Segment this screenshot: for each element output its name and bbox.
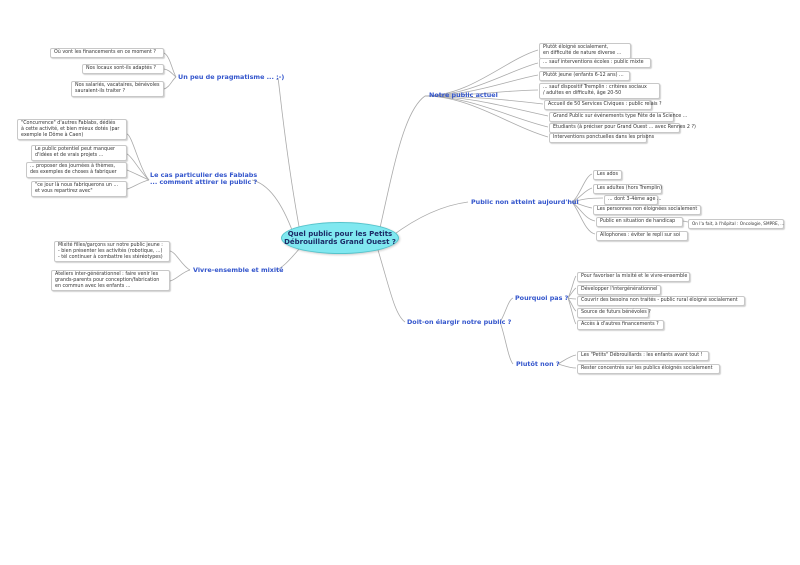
topic-interventions-ecoles[interactable]: ... sauf interventions écoles : public m…	[539, 58, 651, 68]
branch-public-actuel[interactable]: Notre public actuel	[429, 91, 498, 99]
topic-intergenerationnel[interactable]: Ateliers inter-générationnel : faire ven…	[51, 270, 170, 292]
topic-troisieme-age[interactable]: ... dont 3-4ème age ...	[604, 195, 662, 205]
topic-mixite-filles-garcons[interactable]: Mixité filles/garçons sur notre public j…	[54, 241, 170, 263]
topic-prisons[interactable]: Interventions ponctuelles dans les priso…	[549, 133, 654, 143]
topic-services-civiques[interactable]: Accueil de 50 Services Civiques : public…	[544, 100, 662, 110]
topic-hopital[interactable]: On l'a fait, à l'hôpital : Oncologie, SM…	[688, 219, 784, 229]
central-topic[interactable]: Quel public pour les Petits Débrouillard…	[281, 222, 399, 254]
topic-allophones[interactable]: Allophones : éviter le repli sur soi	[596, 231, 688, 241]
topic-besoins-non-traites[interactable]: Couvrir des besoins non traités - public…	[577, 296, 745, 306]
topic-adultes[interactable]: Les adultes (hors Tremplin)	[593, 184, 662, 194]
topic-autres-financements[interactable]: Accès à d'autres financements ?	[577, 320, 664, 330]
topic-non-eloignees[interactable]: Les personnes non éloignées socialement	[593, 205, 701, 215]
topic-manque-idees[interactable]: Le public potentiel peut manquer d'idées…	[31, 145, 127, 161]
topic-salaries[interactable]: Nos salariés, vacataires, bénévoles saur…	[71, 81, 164, 97]
topic-plutot-jeune[interactable]: Plutôt jeune (enfants 6-12 ans) ...	[539, 71, 630, 81]
topic-locaux[interactable]: Nos locaux sont-ils adaptés ?	[82, 64, 164, 74]
topic-dispositif-tremplin[interactable]: ... sauf dispositif Tremplin : critères …	[539, 83, 660, 99]
topic-rester-concentres[interactable]: Rester concentrés sur les publics éloign…	[577, 364, 720, 374]
branch-public-non-atteint[interactable]: Public non atteint aujourd'hui	[471, 198, 579, 206]
branch-elargir[interactable]: Doit-on élargir notre public ?	[407, 318, 512, 326]
topic-financements[interactable]: Où vont les financements en ce moment ?	[50, 48, 164, 58]
topic-grand-public[interactable]: Grand Public sur événements type Fête de…	[549, 112, 687, 122]
branch-fablabs[interactable]: Le cas particulier des Fablabs ... comme…	[150, 171, 258, 187]
branch-vivre-ensemble[interactable]: Vivre-ensemble et mixité	[193, 266, 284, 274]
topic-enfants-avant-tout[interactable]: Les "Petits" Débrouillards : les enfants…	[577, 351, 709, 361]
topic-mixite-vivre-ensemble[interactable]: Pour favoriser la mixité et le vivre-ens…	[577, 272, 690, 282]
topic-futurs-benevoles[interactable]: Source de futurs bénévoles ?	[577, 308, 651, 318]
branch-pragmatisme[interactable]: Un peu de pragmatisme ... ;-)	[178, 73, 285, 81]
branch-pourquoi-pas[interactable]: Pourquoi pas ?	[515, 294, 569, 302]
topic-journees-themes[interactable]: ... proposer des journées à thèmes, des …	[26, 162, 127, 178]
topic-ce-jour-la[interactable]: "ce jour là nous fabriquerons un ... et …	[31, 181, 127, 197]
topic-eloigne-socialement[interactable]: Plutôt éloigné socialement, en difficult…	[539, 43, 631, 59]
topic-concurrence-fablabs[interactable]: "Concurrence" d'autres Fablabs, dédiés à…	[17, 119, 127, 141]
topic-handicap[interactable]: Public en situation de handicap	[596, 217, 683, 227]
topic-etudiants[interactable]: Etudiants (à préciser pour Grand Ouest .…	[549, 123, 696, 133]
topic-developper-intergenerationnel[interactable]: Développer l'intergénérationnel	[577, 285, 661, 295]
topic-ados[interactable]: Les ados	[593, 170, 622, 180]
branch-plutot-non[interactable]: Plutôt non ?	[516, 360, 560, 368]
